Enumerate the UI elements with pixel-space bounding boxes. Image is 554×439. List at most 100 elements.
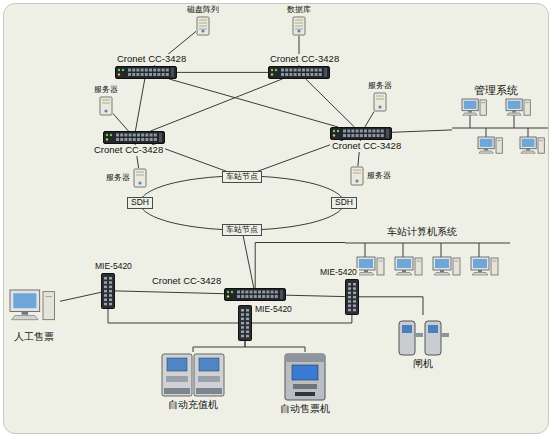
device-drawing-part (453, 258, 460, 275)
server-icon: 服务器 (92, 86, 120, 116)
network-link (115, 291, 224, 294)
device-drawing-part (524, 100, 530, 115)
device-drawing-part (433, 257, 451, 270)
server-icon (373, 92, 387, 112)
device-drawing-part (106, 134, 108, 136)
router-device (268, 66, 330, 79)
device-drawing-part (355, 179, 358, 182)
device-drawing-part (199, 19, 207, 20)
device-drawing-part (306, 68, 309, 71)
device-drawing-part (506, 99, 522, 111)
router-device: Cronet CC-3428 (330, 127, 403, 152)
device-drawing-part (141, 138, 144, 141)
device-drawing-part (162, 73, 165, 76)
device-drawing-part (104, 294, 107, 297)
device-drawing-part (267, 291, 270, 294)
device-drawing-part (520, 137, 536, 149)
device-drawing-part (199, 25, 207, 26)
device-drawing-part (157, 68, 160, 71)
device-drawing-part (102, 273, 115, 308)
device-label: 自动售票机 (278, 403, 332, 415)
device-drawing-part (353, 309, 356, 312)
network-link (135, 79, 144, 131)
pc-group (345, 239, 510, 277)
device-drawing-part (353, 291, 356, 294)
device-drawing-part (275, 295, 278, 298)
network-link (306, 79, 355, 127)
device-label: 数据库 (285, 6, 313, 15)
device-drawing-part (246, 309, 249, 312)
device-drawing-part (345, 279, 358, 314)
ticket-machine (281, 352, 329, 402)
device-drawing-part (199, 22, 207, 23)
device-drawing-part (365, 243, 366, 257)
device-drawing-part (250, 295, 253, 298)
device-drawing-part (378, 105, 381, 108)
device-drawing-part (22, 311, 29, 314)
device-drawing (452, 97, 548, 159)
device-drawing-part (159, 133, 162, 142)
device-drawing-part (43, 292, 55, 320)
device-drawing-part (109, 285, 112, 288)
disk-array-icon (196, 16, 210, 36)
device-drawing-part (141, 68, 144, 71)
device-drawing-part (441, 333, 449, 337)
switch-device: MIE-5420 (238, 305, 294, 341)
device-drawing-part (521, 151, 535, 153)
device-drawing-part (109, 281, 112, 284)
device-drawing-part (167, 358, 187, 371)
device-drawing-part (470, 115, 471, 128)
ticket-pc: 人工售票 (8, 284, 60, 343)
device-drawing-part (292, 365, 318, 380)
device-drawing-part (525, 102, 529, 103)
device-drawing-part (166, 73, 169, 76)
pc-group: 管理系统 (452, 84, 548, 159)
ticket-pc (8, 284, 60, 330)
station-node: 车站节点 (222, 171, 262, 182)
device-drawing-part (199, 358, 219, 371)
device-drawing-part (403, 243, 404, 257)
device-drawing-part (241, 295, 244, 298)
device-drawing-part (258, 295, 261, 298)
device-drawing-part (462, 99, 478, 111)
device-drawing-part (145, 73, 148, 76)
network-link (392, 130, 452, 132)
router-device (115, 66, 177, 79)
device-drawing-part (109, 290, 112, 293)
device-drawing-part (353, 296, 356, 299)
network-link (193, 341, 245, 352)
device-drawing-part (109, 294, 112, 297)
device-drawing-part (197, 17, 209, 35)
device-drawing-part (377, 134, 380, 137)
device-drawing-part (348, 291, 351, 294)
device-drawing-part (293, 384, 317, 389)
device-drawing-part (428, 325, 438, 333)
device-drawing-part (297, 29, 300, 32)
network-link (365, 112, 374, 127)
device-label: 车站节点 (222, 224, 262, 235)
device-drawing-part (267, 295, 270, 298)
device-drawing-part (481, 102, 485, 103)
device-drawing (238, 305, 252, 341)
device-drawing-part (295, 19, 303, 20)
device-drawing (330, 127, 392, 140)
database-icon (292, 16, 306, 36)
device-drawing-part (348, 304, 351, 307)
device-drawing-part (246, 326, 249, 329)
device-drawing-part (468, 111, 472, 113)
device-drawing-part (241, 326, 244, 329)
device-drawing-part (269, 66, 330, 78)
device-drawing-part (227, 291, 229, 293)
device-drawing-part (132, 68, 135, 71)
device-drawing-part (381, 134, 384, 137)
device-drawing-part (116, 138, 119, 141)
device-label: Cronet CC-3428 (92, 145, 165, 156)
recharge-machine (160, 352, 226, 398)
device-drawing-part (128, 73, 131, 76)
device-drawing-part (104, 132, 165, 144)
device-drawing-part (376, 95, 384, 96)
device-drawing-part (298, 68, 301, 71)
device-drawing-part (45, 296, 52, 297)
device-drawing-part (241, 331, 244, 334)
device-label: 自动充值机 (166, 399, 220, 411)
